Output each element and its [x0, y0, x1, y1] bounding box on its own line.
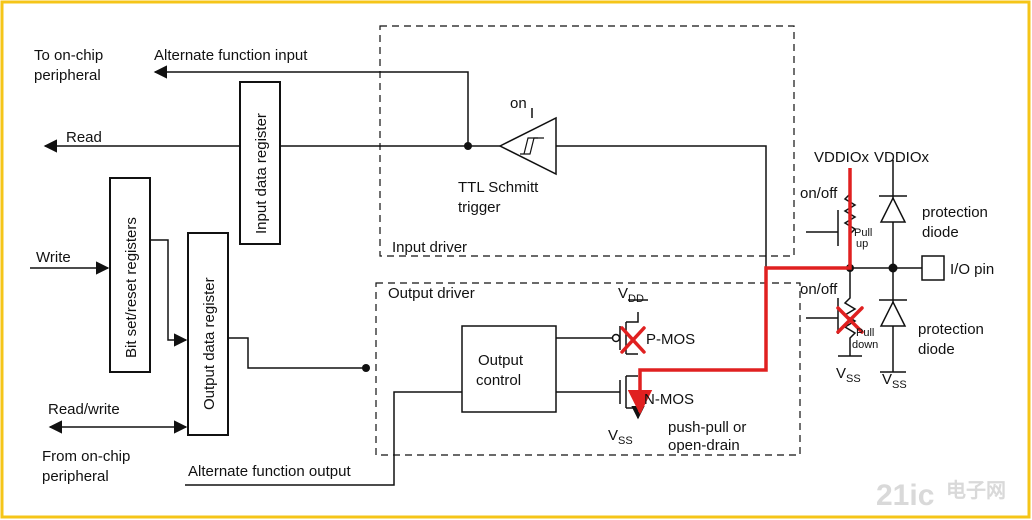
- input-data-register-box: [239, 81, 281, 245]
- vdd-label: VDD: [618, 285, 644, 305]
- schmitt-label-2: trigger: [458, 199, 501, 216]
- alt-func-input-label: Alternate function input: [154, 47, 308, 64]
- schmitt-on-label: on: [510, 95, 527, 112]
- disabled-marks: [620, 306, 864, 354]
- pull-up-label-2: up: [856, 238, 868, 250]
- highlight-current-path: [627, 168, 852, 415]
- push-pull-label-2: open-drain: [668, 437, 740, 454]
- input-driver-title: Input driver: [392, 239, 467, 256]
- output-control-box: [461, 325, 557, 413]
- onoff-bottom-label: on/off: [800, 281, 838, 298]
- read-write-label: Read/write: [48, 401, 120, 418]
- input-driver-box: [379, 25, 795, 257]
- wires: [30, 65, 922, 486]
- vddiox-label-1: VDDIOx: [814, 149, 870, 166]
- pmos-label: P-MOS: [646, 331, 695, 348]
- nmos-label: N-MOS: [644, 391, 694, 408]
- vss-left-label: VSS: [836, 365, 861, 385]
- to-onchip-label: To on-chip: [34, 47, 103, 64]
- io-pin-square: [921, 255, 945, 281]
- write-label: Write: [36, 249, 71, 266]
- alt-func-output-label: Alternate function output: [188, 463, 351, 480]
- diode-label-2: diode: [918, 341, 955, 358]
- protection-label-2: protection: [918, 321, 984, 338]
- input-data-register-label: Input data register: [253, 113, 270, 234]
- vss-right-label: VSS: [882, 371, 907, 391]
- pull-down-label-1: Pull: [856, 327, 874, 339]
- vddiox-label-2: VDDIOx: [874, 149, 930, 166]
- bit-set-reset-box: [109, 177, 151, 373]
- output-data-register-box: [187, 232, 229, 436]
- vss-output-label: VSS: [608, 427, 633, 447]
- pull-up-label-1: Pull: [854, 227, 872, 239]
- watermark-cn: 电子网: [946, 479, 1006, 502]
- schmitt-trigger-symbol: [498, 108, 557, 176]
- peripheral-bottom-label: peripheral: [42, 468, 109, 485]
- from-onchip-label: From on-chip: [42, 448, 130, 465]
- pull-down-label-2: down: [852, 339, 878, 351]
- onoff-top-label: on/off: [800, 185, 838, 202]
- output-data-register-label: Output data register: [201, 277, 218, 410]
- output-control-label-1: Output: [478, 352, 524, 369]
- read-label: Read: [66, 129, 102, 146]
- peripheral-top-label: peripheral: [34, 67, 101, 84]
- io-pin-label: I/O pin: [950, 261, 994, 278]
- schmitt-label-1: TTL Schmitt: [458, 179, 539, 196]
- output-driver-box: [375, 282, 801, 456]
- protection-label-1: protection: [922, 204, 988, 221]
- output-driver-title: Output driver: [388, 285, 475, 302]
- push-pull-label-1: push-pull or: [668, 419, 746, 436]
- output-control-label-2: control: [476, 372, 521, 389]
- diode-label-1: diode: [922, 224, 959, 241]
- protection-diodes: [879, 195, 907, 327]
- watermark-number: 21ic: [876, 479, 934, 512]
- bit-set-reset-label: Bit set/reset registers: [123, 217, 140, 358]
